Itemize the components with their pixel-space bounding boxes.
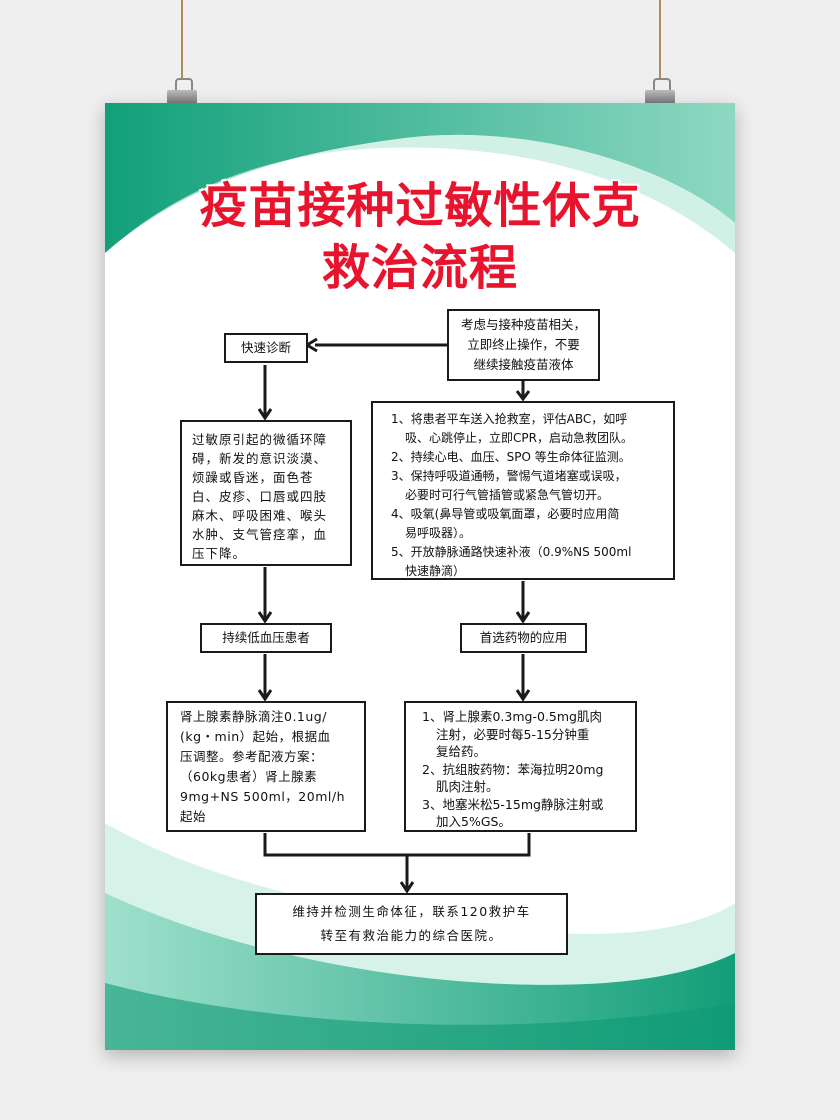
binder-clip-right-icon: [645, 78, 675, 108]
text-line: 1、将患者平车送入抢救室，评估ABC，如呼: [391, 412, 628, 426]
symptoms-box: 过敏原引起的微循环障碍，新发的意识淡漠、烦躁或昏迷，面色苍白、皮疹、口唇或四肢麻…: [180, 420, 352, 566]
text-line: 加入5%GS。: [436, 814, 511, 829]
text-line: 继续接触疫苗液体: [473, 357, 574, 372]
preferred-drugs-box: 首选药物的应用: [460, 623, 587, 653]
first-aid-box: 1、将患者平车送入抢救室，评估ABC，如呼 吸、心跳停止，立即CPR，启动急救团…: [371, 401, 675, 580]
title-line-2: 救治流程: [321, 240, 518, 296]
text-line: 吸、心跳停止，立即CPR，启动急救团队。: [405, 431, 633, 445]
text-line: 9mg+NS 500ml，20ml/h: [180, 789, 345, 804]
epinephrine-infusion-box: 肾上腺素静脉滴注0.1ug/ (kg・min）起始，根据血 压调整。参考配液方案…: [166, 701, 366, 832]
text-line: 立即终止操作，不要: [467, 337, 580, 352]
text-line: 易呼吸器）。: [405, 526, 472, 540]
text-line: 复给药。: [436, 744, 487, 759]
text-line: 起始: [180, 809, 207, 824]
persistent-hypotension-box: 持续低血压患者: [200, 623, 332, 653]
title-line-1: 疫苗接种过敏性休克: [199, 178, 641, 234]
flow-connectors: [257, 337, 531, 894]
arrow-firstaid-to-drugs: [515, 581, 531, 624]
text-line: 转至有救治能力的综合医院。: [320, 928, 503, 943]
text-line: 3、地塞米松5-15mg静脉注射或: [422, 796, 604, 812]
merge-connector: [263, 833, 531, 894]
text-line: 5、开放静脉通路快速补液（0.9%NS 500ml: [391, 545, 632, 559]
final-step-box: 维持并检测生命体征，联系120救护车 转至有救治能力的综合医院。: [255, 893, 568, 955]
hanging-string-right: [659, 0, 661, 80]
text-line: 4、吸氧(鼻导管或吸氧面罩，必要时应用简: [391, 507, 620, 521]
poster: 疫苗接种过敏性休克 救治流程 快速诊断 考虑与接种疫苗相关， 立即终止操作，不要…: [105, 103, 735, 1050]
text-line: 必要时可行气管插管或紧急气管切开。: [405, 488, 610, 502]
drug-list-box: 1、肾上腺素0.3mg-0.5mg肌肉 注射，必要时每5-15分钟重 复给药。 …: [404, 701, 637, 832]
text-line: (kg・min）起始，根据血: [180, 729, 331, 744]
text-line: 1、肾上腺素0.3mg-0.5mg肌肉: [422, 709, 602, 724]
arrow-symptoms-to-hypotension: [257, 567, 273, 624]
hanging-string-left: [181, 0, 183, 80]
quick-diagnosis-box: 快速诊断: [224, 333, 308, 363]
text-line: 快速静滴）: [405, 564, 466, 578]
text-line: 肾上腺素静脉滴注0.1ug/: [180, 709, 327, 724]
binder-clip-left-icon: [167, 78, 197, 108]
text-line: 2、抗组胺药物：苯海拉明20mg: [422, 761, 604, 777]
text-line: 考虑与接种疫苗相关，: [460, 317, 586, 332]
arrow-related-to-firstaid: [515, 381, 531, 402]
text-line: 2、持续心电、血压、SPO 等生命体征监测。: [391, 450, 631, 464]
vaccine-related-box: 考虑与接种疫苗相关， 立即终止操作，不要 继续接触疫苗液体: [447, 309, 600, 381]
text-line: 维持并检测生命体征，联系120救护车: [292, 904, 531, 919]
text-line: 压调整。参考配液方案：: [180, 749, 324, 764]
text-line: （60kg患者）肾上腺素: [180, 769, 318, 784]
text-line: 3、保持呼吸道通畅，警惕气道堵塞或误吸，: [391, 469, 627, 483]
arrow-hypotension-to-infusion: [257, 654, 273, 702]
text-line: 肌肉注射。: [436, 779, 499, 794]
arrow-diagnosis-to-symptoms: [257, 365, 273, 421]
text-line: 注射，必要时每5-15分钟重: [436, 726, 590, 742]
arrow-drugs-to-druglist: [515, 654, 531, 702]
arrow-to-quick-diagnosis: [304, 337, 447, 353]
